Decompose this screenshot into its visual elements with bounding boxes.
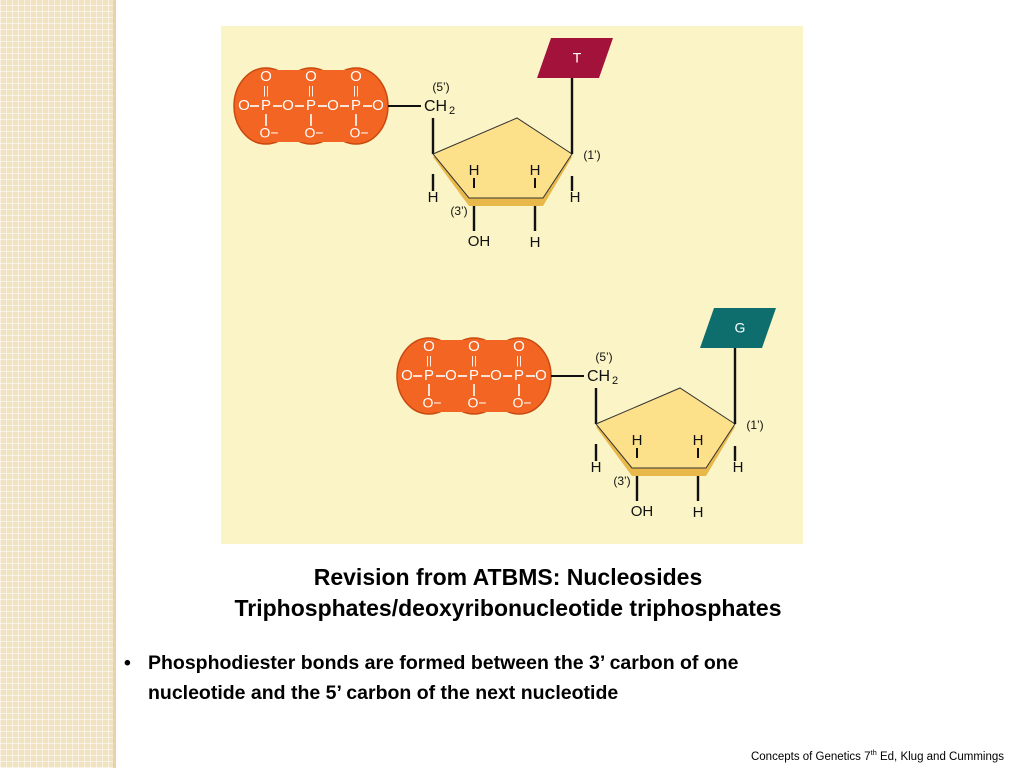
bullet-list: • Phosphodiester bonds are formed betwee… <box>118 648 948 708</box>
carbon-5-label: (5’) <box>595 350 612 364</box>
phosphate-charged-oxygen-text: O− <box>304 125 323 141</box>
carbon-3-label: (3’) <box>450 204 467 218</box>
c2-inner-hydrogen: H <box>693 432 704 449</box>
bullet-marker: • <box>124 652 131 674</box>
phosphate-atom-text: P <box>306 97 316 114</box>
phosphate-end-oxygen-text: O <box>372 97 384 114</box>
c2-hydrogen: H <box>693 504 704 521</box>
c3-inner-hydrogen: H <box>632 432 643 449</box>
footer-credit-post: Ed, Klug and Cummings <box>876 750 1004 763</box>
footer-credit: Concepts of Genetics 7th Ed, Klug and Cu… <box>751 748 1004 763</box>
ch2-label: CH <box>587 368 610 385</box>
phosphate-top-oxygen-text: O <box>423 338 435 355</box>
phosphate-double-bond-text: || <box>308 85 314 97</box>
phosphate-bridge-oxygen-text: O <box>282 97 294 114</box>
slide-title-line-1: Revision from ATBMS: Nucleosides <box>313 564 703 590</box>
phosphate-atom-text: P <box>424 367 434 384</box>
phosphate-double-bond-text: || <box>263 85 269 97</box>
decorative-side-strip <box>0 0 113 768</box>
phosphate-charged-oxygen-text: O− <box>422 395 441 411</box>
base-parallelogram <box>700 308 776 348</box>
phosphate-top-oxygen-text: O <box>260 68 272 85</box>
phosphate-charged-oxygen-text: O− <box>512 395 531 411</box>
carbon-3-label: (3’) <box>613 474 630 488</box>
phosphate-double-bond-text: || <box>426 355 432 367</box>
phosphate-charged-oxygen-text: O− <box>467 395 486 411</box>
bullet-item: • Phosphodiester bonds are formed betwee… <box>118 648 948 708</box>
ch2-subscript: 2 <box>612 375 618 387</box>
c1-hydrogen: H <box>570 189 581 206</box>
sugar-ring <box>595 387 736 469</box>
c3-hydroxyl: OH <box>468 233 491 250</box>
phosphate-double-bond-text: || <box>516 355 522 367</box>
slide-title-line-2: Triphosphates/deoxyribonucleotide tripho… <box>234 595 782 621</box>
slide-title: Revision from ATBMS: Nucleosides Triphos… <box>120 562 896 624</box>
phosphate-top-oxygen-text: O <box>305 68 317 85</box>
carbon-1-label: (1’) <box>746 418 763 432</box>
phosphate-bridge-oxygen-text: O <box>445 367 457 384</box>
phosphate-atom-text: P <box>261 97 271 114</box>
bullet-line-2: nucleotide and the 5’ carbon of the next… <box>148 682 619 704</box>
sugar-ring <box>432 117 573 199</box>
phosphate-atom-text: P <box>351 97 361 114</box>
base-label: T <box>573 50 582 66</box>
phosphate-atom-text: P <box>469 367 479 384</box>
phosphate-end-oxygen-text: O <box>535 367 547 384</box>
footer-credit-pre: Concepts of Genetics 7 <box>750 750 871 763</box>
c4-hydrogen: H <box>591 459 602 476</box>
carbon-5-label: (5’) <box>432 80 449 94</box>
c1-hydrogen: H <box>733 459 744 476</box>
footer-credit-sup: th <box>870 748 877 757</box>
bullet-line-1: Phosphodiester bonds are formed between … <box>148 652 739 674</box>
phosphate-double-bond-text: || <box>471 355 477 367</box>
c3-inner-hydrogen: H <box>469 162 480 179</box>
carbon-1-label: (1’) <box>583 148 600 162</box>
phosphate-top-oxygen-text: O <box>350 68 362 85</box>
ch2-label: CH <box>424 98 447 115</box>
phosphate-double-bond-text: || <box>353 85 359 97</box>
phosphate-bridge-oxygen-text: O <box>490 367 502 384</box>
phosphate-top-oxygen-text: O <box>468 338 480 355</box>
phosphate-charged-oxygen-text: O− <box>259 125 278 141</box>
phosphate-atom-text: P <box>514 367 524 384</box>
c3-hydroxyl: OH <box>631 503 654 520</box>
phosphate-charged-oxygen-text: O− <box>349 125 368 141</box>
phosphate-oxygen-text: O <box>401 367 413 384</box>
base-parallelogram <box>537 38 613 78</box>
phosphate-top-oxygen-text: O <box>513 338 525 355</box>
c2-inner-hydrogen: H <box>530 162 541 179</box>
c2-hydrogen: H <box>530 234 541 251</box>
base-label: G <box>735 320 746 336</box>
phosphate-bridge-oxygen-text: O <box>327 97 339 114</box>
c4-hydrogen: H <box>428 189 439 206</box>
ch2-subscript: 2 <box>449 105 455 117</box>
side-strip-edge <box>113 0 116 768</box>
phosphate-oxygen-text: O <box>238 97 250 114</box>
